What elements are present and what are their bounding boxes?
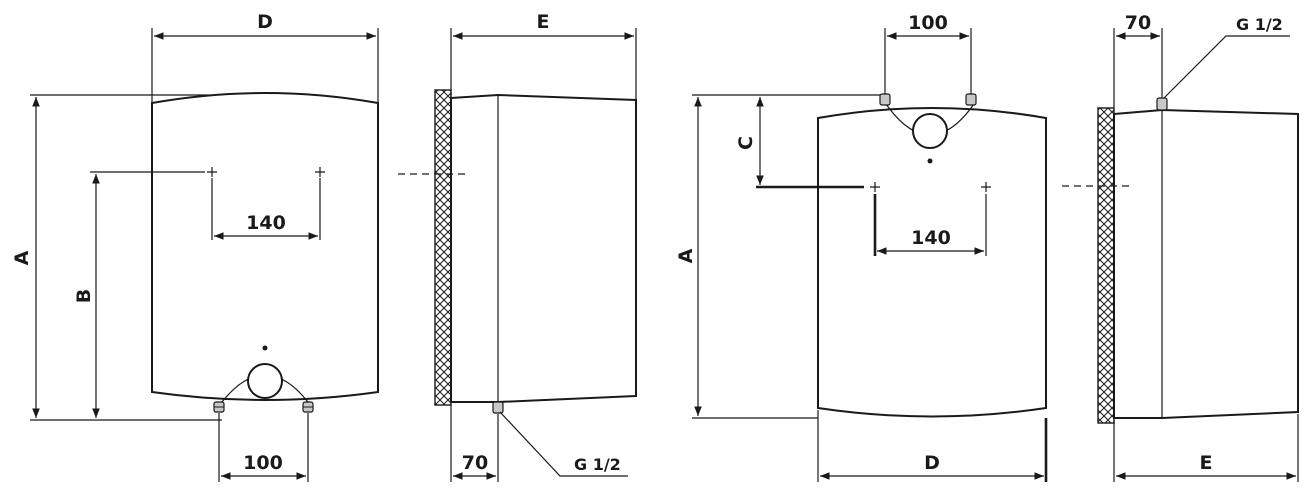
left-front-100-label: 100 [243, 452, 283, 474]
right-front-gauge-icon [912, 113, 948, 149]
right-front-view: 100 A C 140 D [675, 12, 1048, 482]
left-front-pipe-stub-right [302, 401, 314, 413]
left-side-pipe-stub [492, 401, 504, 414]
right-front-pipe-stub-left [879, 93, 891, 106]
left-side-view: E 70 G 1/2 [398, 11, 637, 482]
right-side-view: 70 G 1/2 E [1062, 12, 1299, 482]
left-side-thread-leader [499, 411, 628, 477]
left-front-indicator-dot [262, 345, 268, 351]
left-front-d-label: D [257, 11, 273, 33]
left-side-thread-label: G 1/2 [574, 455, 621, 474]
left-front-body [151, 92, 379, 401]
right-front-pipe-stub-right [965, 93, 977, 106]
left-front-140-label: 140 [246, 212, 286, 234]
left-side-e-label: E [537, 11, 550, 33]
left-front-pipe-stub-left [213, 401, 225, 413]
right-front-body [817, 107, 1047, 418]
left-front-a-label: A [11, 250, 33, 265]
right-side-70-label: 70 [1125, 12, 1151, 34]
left-front-mount-hole-left [207, 167, 217, 177]
right-front-a-label: A [675, 248, 697, 263]
left-front-mount-hole-right [315, 167, 325, 177]
left-side-wall-hatch [434, 89, 452, 406]
right-side-thread-leader [1163, 35, 1290, 99]
right-side-e-label: E [1200, 452, 1213, 474]
right-front-100-label: 100 [908, 12, 948, 34]
right-front-indicator-dot [927, 158, 933, 164]
right-front-mount-hole-right [981, 182, 991, 192]
left-front-b-label: B [73, 289, 95, 303]
left-front-view: D A B 140 100 [11, 11, 379, 482]
right-front-140-label: 140 [911, 227, 951, 249]
left-side-70-label: 70 [462, 452, 488, 474]
right-front-d-label: D [924, 452, 940, 474]
right-side-wall-hatch [1097, 107, 1115, 424]
left-front-gauge-icon [247, 363, 283, 399]
right-front-c-label: C [735, 136, 757, 150]
left-side-body [450, 93, 637, 403]
right-front-mount-hole-left [870, 182, 880, 192]
right-side-body [1113, 108, 1299, 419]
right-side-pipe-stub [1156, 97, 1168, 111]
right-side-thread-label: G 1/2 [1236, 15, 1283, 34]
